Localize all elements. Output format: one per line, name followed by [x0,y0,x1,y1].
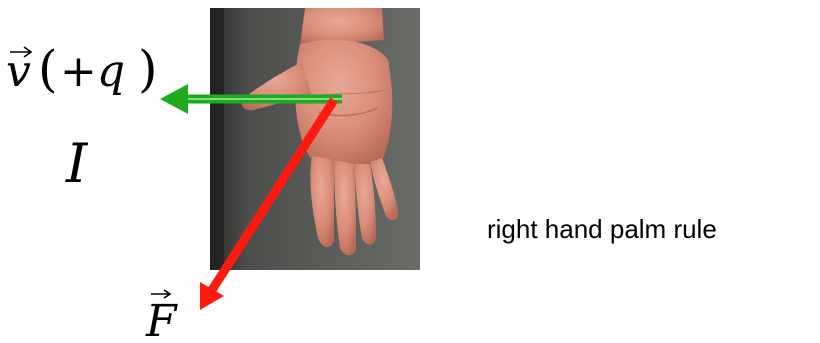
current-label: I [65,132,89,195]
force-symbol: F [145,296,178,343]
velocity-label: v ( +q ) [6,40,158,98]
hand-photo [210,8,420,270]
velocity-charge: +q [60,46,125,97]
velocity-symbol: v [6,46,31,97]
force-label: F [145,290,178,343]
rule-caption: right hand palm rule [487,214,717,244]
velocity-close-paren: ) [138,40,158,98]
velocity-open-paren: ( [38,40,58,98]
